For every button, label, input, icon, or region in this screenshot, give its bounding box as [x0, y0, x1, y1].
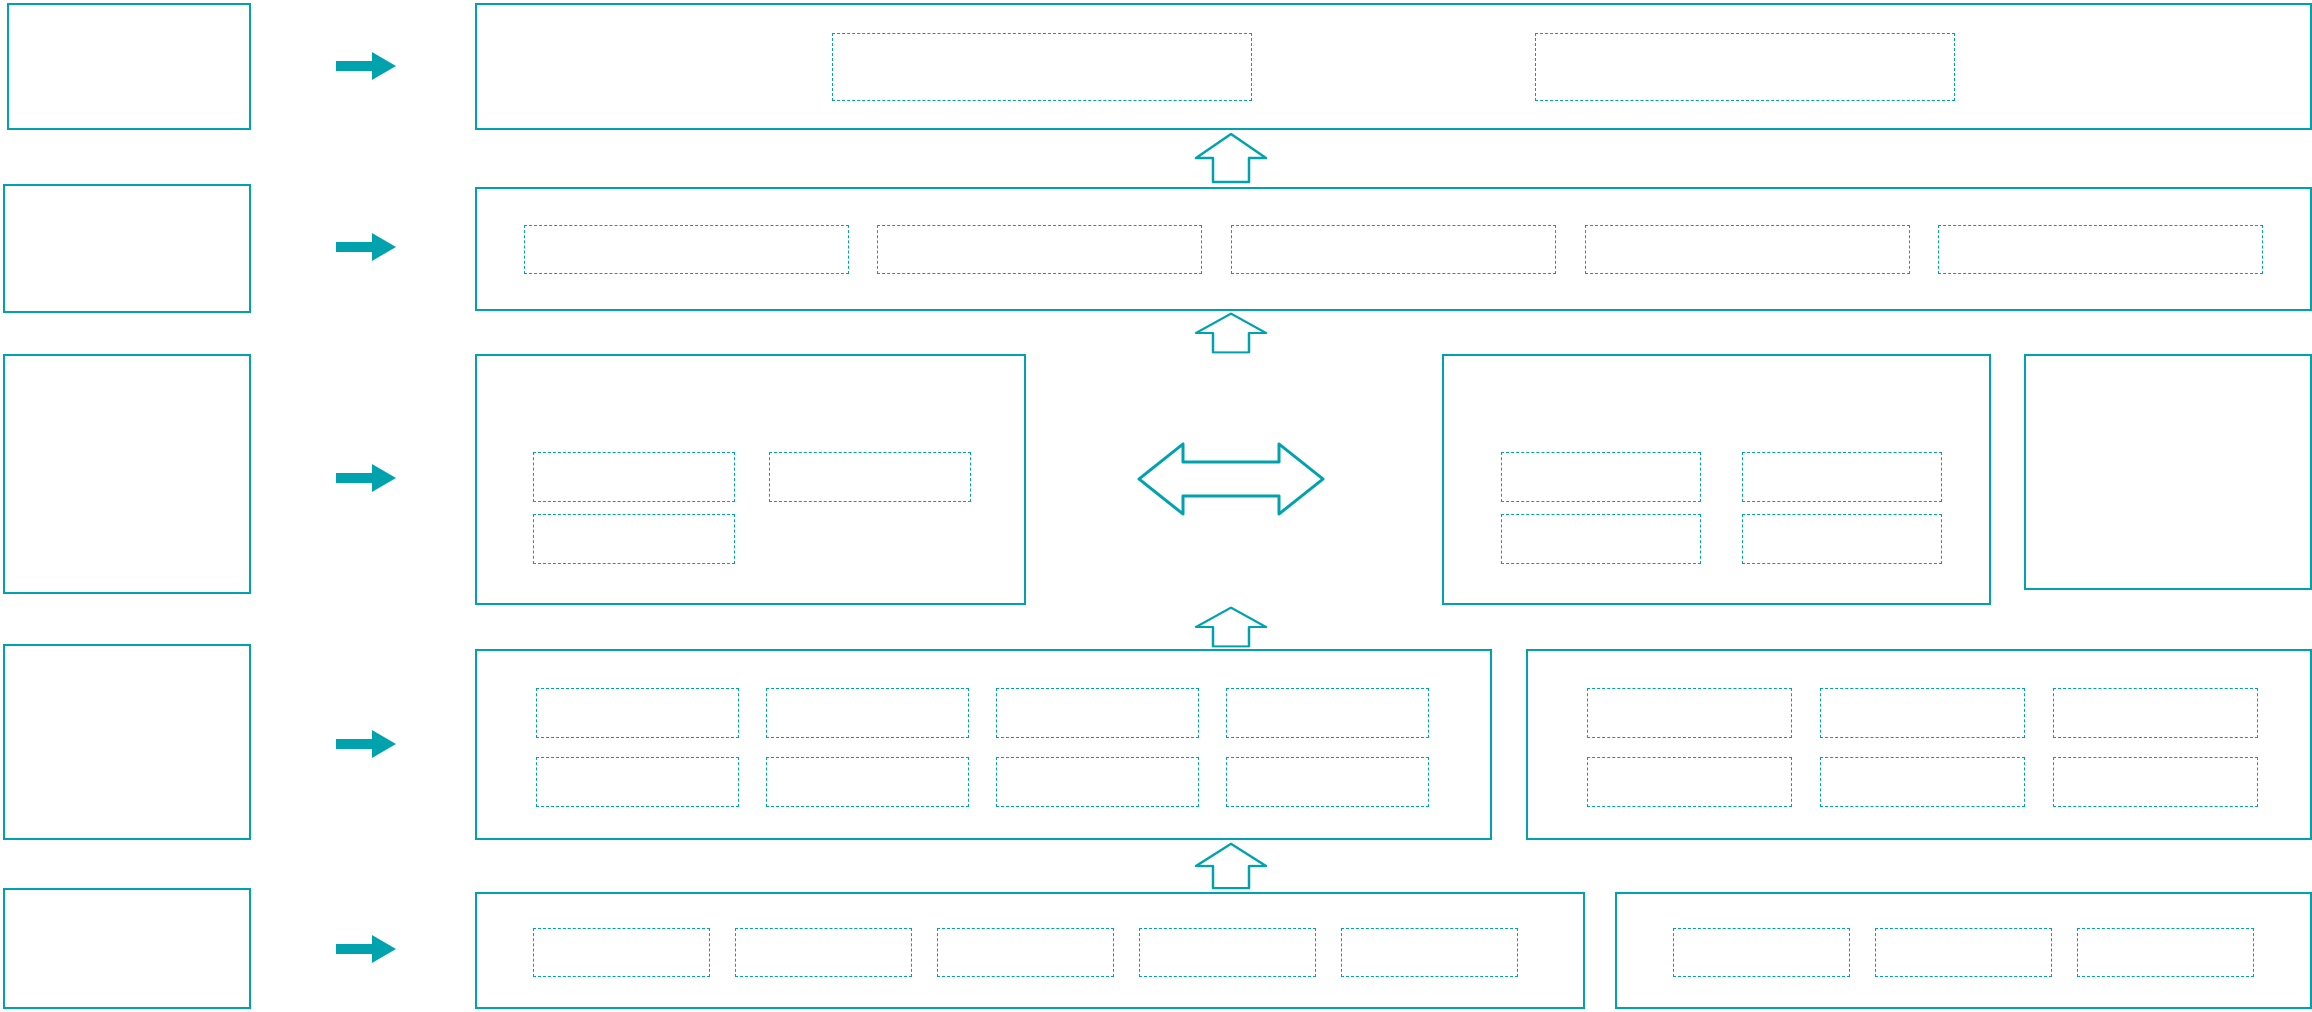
placeholder-box: [536, 688, 739, 738]
placeholder-box: [1587, 757, 1792, 807]
layer-4-label-box: [3, 644, 251, 840]
layer-5-panel-right: [1615, 892, 2312, 1009]
up-arrow-icon: [1194, 842, 1268, 890]
layer-1-panel: [475, 3, 2312, 130]
placeholder-box: [1584, 224, 1910, 274]
right-arrow-icon: [336, 462, 396, 494]
up-arrow-icon: [1194, 132, 1268, 184]
placeholder-box: [766, 688, 969, 738]
layer-4-panel-right: [1526, 649, 2312, 840]
right-arrow-icon: [336, 50, 396, 82]
layer-4-panel-left: [475, 649, 1492, 840]
placeholder-box: [996, 688, 1199, 738]
placeholder-box: [1139, 928, 1316, 977]
up-arrow-icon: [1194, 312, 1268, 354]
placeholder-box: [1820, 688, 2025, 738]
layer-2-panel: [475, 187, 2312, 311]
placeholder-box: [1673, 928, 1850, 977]
placeholder-box: [1938, 224, 2264, 274]
placeholder-box: [533, 928, 710, 977]
placeholder-box: [1742, 514, 1942, 564]
placeholder-box: [1501, 514, 1701, 564]
placeholder-box: [996, 757, 1199, 807]
placeholder-box: [1230, 224, 1556, 274]
placeholder-box: [2077, 928, 2254, 977]
placeholder-box: [536, 757, 739, 807]
layer-5-panel-left: [475, 892, 1585, 1009]
placeholder-box: [1535, 32, 1955, 101]
placeholder-box: [523, 224, 849, 274]
layer-3-panel-left: [475, 354, 1026, 605]
placeholder-box: [937, 928, 1114, 977]
placeholder-box: [1226, 757, 1429, 807]
placeholder-box: [1226, 688, 1429, 738]
placeholder-box: [1820, 757, 2025, 807]
layer-1-label-box: [7, 3, 251, 130]
right-arrow-icon: [336, 933, 396, 965]
placeholder-box: [1742, 452, 1942, 502]
placeholder-box: [1501, 452, 1701, 502]
placeholder-box: [832, 32, 1252, 101]
placeholder-box: [1875, 928, 2052, 977]
placeholder-box: [1341, 928, 1518, 977]
layer-3-panel-right: [1442, 354, 1991, 605]
layer-3-panel-side: [2024, 354, 2312, 590]
placeholder-box: [2053, 688, 2258, 738]
placeholder-box: [735, 928, 912, 977]
placeholder-box: [1587, 688, 1792, 738]
double-arrow-icon: [1135, 432, 1327, 526]
layer-5-label-box: [3, 888, 251, 1009]
placeholder-box: [533, 452, 735, 502]
placeholder-box: [766, 757, 969, 807]
placeholder-box: [2053, 757, 2258, 807]
placeholder-box: [877, 224, 1203, 274]
placeholder-box: [769, 452, 971, 502]
layer-3-label-box: [3, 354, 251, 594]
layer-2-label-box: [3, 184, 251, 313]
right-arrow-icon: [336, 231, 396, 263]
up-arrow-icon: [1194, 606, 1268, 648]
placeholder-box: [533, 514, 735, 564]
right-arrow-icon: [336, 728, 396, 760]
